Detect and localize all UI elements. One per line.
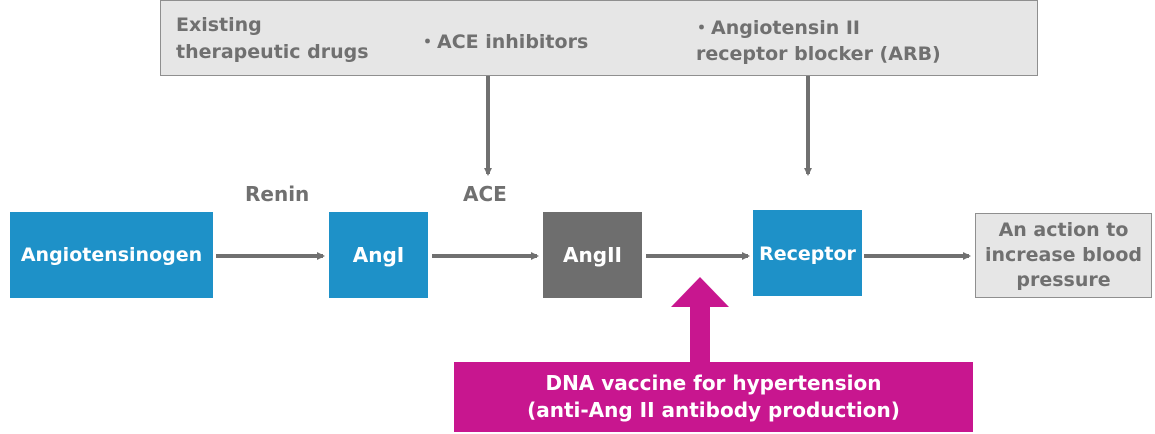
enzyme-ace-label: ACE	[463, 182, 507, 206]
node-ang2: AngII	[543, 212, 642, 298]
outcome-line2: increase blood	[984, 244, 1142, 266]
dna-vaccine-box: DNA vaccine for hypertension (anti-Ang I…	[454, 362, 973, 432]
outcome-box: An action to increase blood pressure	[975, 213, 1152, 298]
drug-arb: ・Angiotensin II receptor blocker (ARB)	[692, 15, 941, 67]
enzyme-renin-label: Renin	[245, 182, 310, 206]
node-angiotensinogen: Angiotensinogen	[10, 212, 213, 298]
existing-drugs-box	[160, 0, 1038, 76]
existing-drugs-title: Existing therapeutic drugs	[176, 12, 369, 66]
drug-arb-line2: receptor blocker (ARB)	[696, 43, 941, 65]
existing-drugs-title-line2: therapeutic drugs	[176, 41, 369, 63]
node-receptor: Receptor	[753, 210, 862, 296]
outcome-line1: An action to	[998, 219, 1129, 241]
vaccine-line1: DNA vaccine for hypertension	[545, 371, 882, 395]
outcome-line3: pressure	[1016, 269, 1111, 291]
drug-ace-inhibitors: ・ACE inhibitors	[418, 31, 589, 53]
node-ang1: AngI	[329, 212, 428, 298]
vaccine-line2: (anti-Ang II antibody production)	[527, 398, 900, 422]
existing-drugs-title-line1: Existing	[176, 14, 262, 36]
vaccine-up-arrow	[671, 277, 729, 362]
drug-arb-line1: ・Angiotensin II	[692, 17, 860, 39]
